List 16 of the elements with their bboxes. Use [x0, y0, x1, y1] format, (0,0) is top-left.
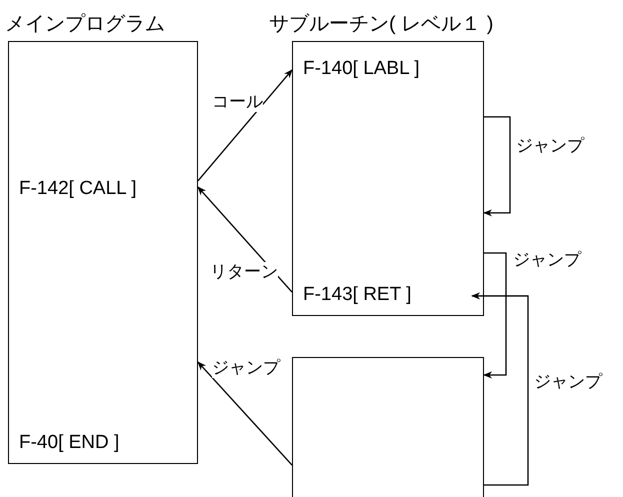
arrow [197, 361, 292, 466]
edge-label: ジャンプ [513, 250, 581, 270]
edge-label: ジャンプ [516, 136, 584, 156]
arrow [483, 252, 507, 379]
program-box [292, 357, 484, 497]
box-heading: メインプログラム [5, 12, 165, 36]
arrow [483, 116, 511, 216]
edge-label: ジャンプ [212, 358, 280, 378]
instruction-text: F-143[ RET ] [293, 283, 473, 307]
edge-label: ジャンプ [534, 372, 602, 392]
instruction-text: F-140[ LABL ] [293, 57, 485, 81]
arrow [471, 292, 529, 486]
box-heading: サブルーチン( レベル１ ) [269, 12, 494, 36]
instruction-text: F-142[ CALL ] [9, 177, 199, 201]
instruction-text: F-40[ END ] [9, 431, 169, 455]
arrow [198, 69, 293, 182]
